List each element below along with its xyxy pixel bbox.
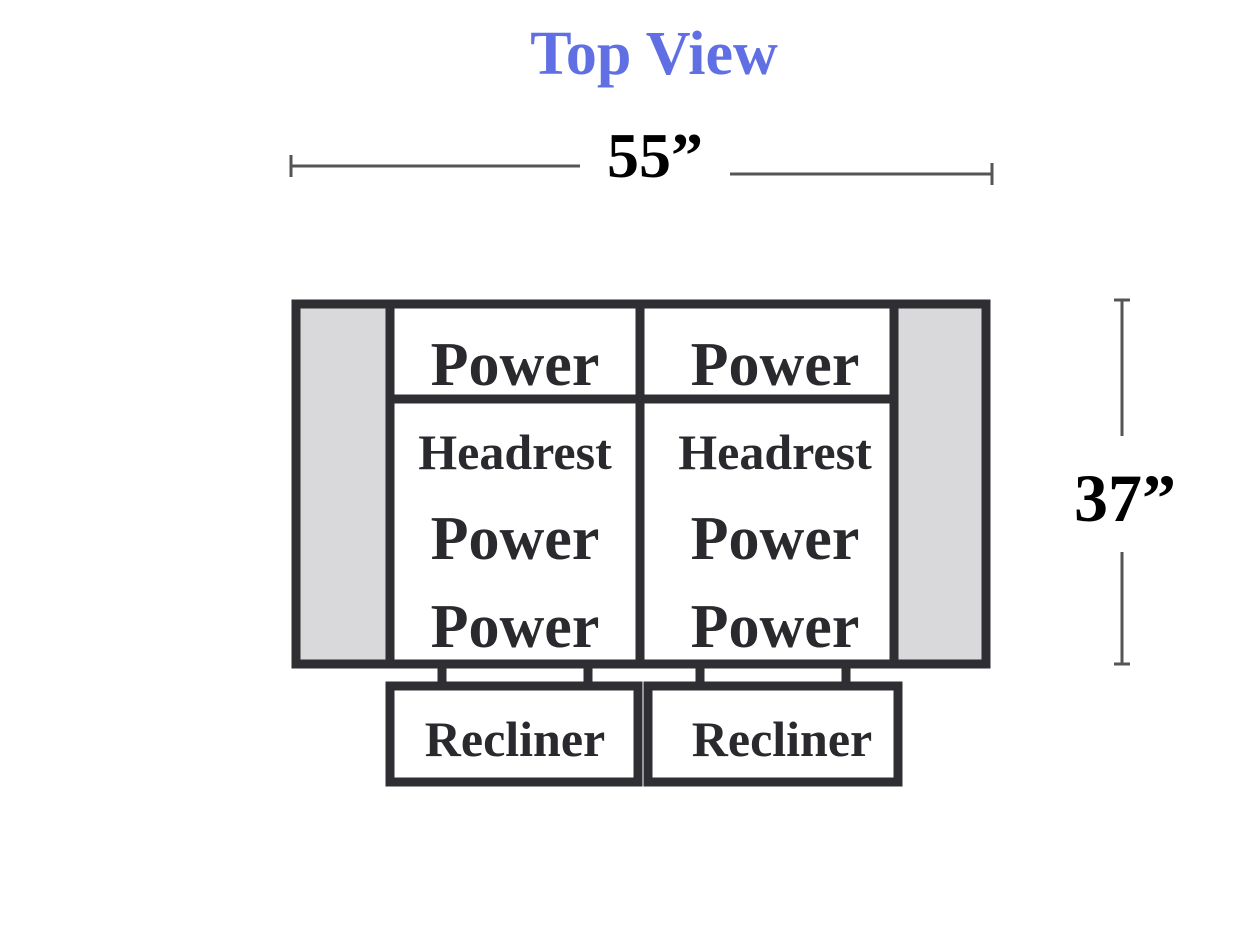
seat-2-power-label-1: Power (690, 505, 860, 573)
depth-dimension-label: 37” (1074, 460, 1176, 536)
seat-2-recliner-label: Recliner (691, 711, 873, 767)
seat-1-power-label-2: Power (430, 593, 600, 661)
seat-1-top-power-label: Power (430, 331, 600, 399)
right-footrest (643, 681, 903, 787)
left-footrest (385, 681, 643, 787)
seat-1-headrest-label: Headrest (418, 424, 612, 480)
width-dimension-label: 55” (607, 120, 703, 191)
seat-2-power-label-2: Power (690, 593, 860, 661)
seat-1-power-label-1: Power (430, 505, 600, 573)
right-arm (889, 299, 991, 669)
width-dimension-line (289, 155, 994, 185)
depth-dimension-line (1114, 298, 1130, 666)
seat-2-headrest-label: Headrest (678, 424, 872, 480)
left-arm (291, 299, 395, 669)
seat-1-recliner-label: Recliner (424, 711, 606, 767)
diagram-title: Top View (530, 20, 778, 88)
seat-2-top-power-label: Power (690, 331, 860, 399)
sofa-body (291, 299, 991, 787)
